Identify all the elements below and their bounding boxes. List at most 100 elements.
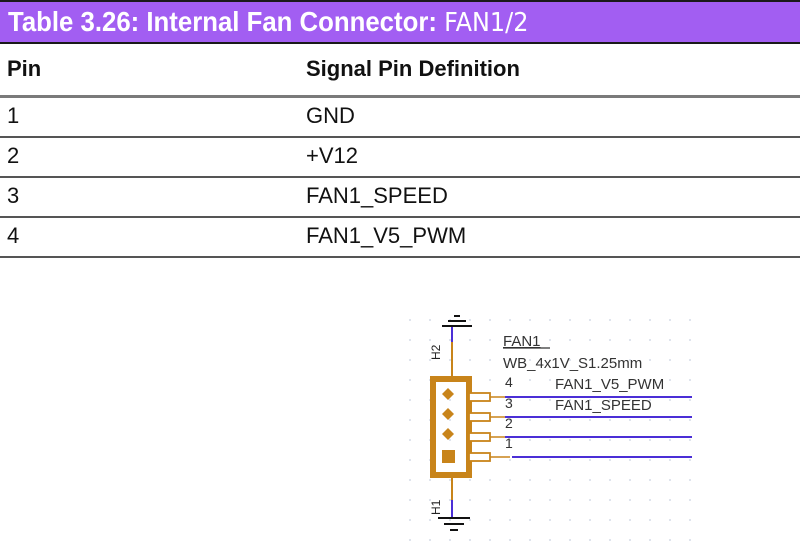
- grid-dot: [589, 499, 591, 501]
- grid-dot: [629, 379, 631, 381]
- grid-dot: [629, 339, 631, 341]
- grid-dot: [509, 519, 511, 521]
- pin-cell: 3: [7, 183, 20, 208]
- grid-dot: [609, 459, 611, 461]
- pin-icon: [442, 428, 454, 440]
- grid-dot: [669, 319, 671, 321]
- divider: [0, 256, 800, 258]
- grid-dot: [549, 379, 551, 381]
- grid-dot: [489, 319, 491, 321]
- grid-dot: [569, 419, 571, 421]
- grid-dot: [509, 479, 511, 481]
- grid-dot: [569, 359, 571, 361]
- grid-dot: [689, 539, 691, 541]
- grid-dot: [549, 419, 551, 421]
- grid-dot: [689, 519, 691, 521]
- net-label: FAN1_SPEED: [555, 397, 652, 414]
- table-title-suffix: FAN1/2: [444, 8, 529, 38]
- grid-dot: [689, 359, 691, 361]
- header-pin: Pin: [7, 56, 42, 81]
- grid-dot: [409, 359, 411, 361]
- grid-dot: [589, 439, 591, 441]
- table-title: Table 3.26: Internal Fan Connector: FAN1…: [8, 6, 528, 38]
- grid-dot: [549, 499, 551, 501]
- grid-dot: [569, 539, 571, 541]
- grid-dot: [609, 499, 611, 501]
- grid-dot: [509, 399, 511, 401]
- grid-dot: [669, 459, 671, 461]
- grid-dot: [529, 319, 531, 321]
- grid-dot: [509, 359, 511, 361]
- grid-dot: [629, 359, 631, 361]
- grid-dot: [509, 459, 511, 461]
- grid-dot: [589, 459, 591, 461]
- signal-cell: FAN1_SPEED: [306, 183, 448, 208]
- grid-dot: [529, 479, 531, 481]
- grid-dot: [449, 359, 451, 361]
- header-signal: Signal Pin Definition: [306, 56, 520, 81]
- grid-dot: [509, 379, 511, 381]
- grid-dot: [689, 319, 691, 321]
- grid-dot: [609, 539, 611, 541]
- grid-dot: [589, 399, 591, 401]
- grid-dot: [469, 539, 471, 541]
- grid-dot: [609, 319, 611, 321]
- pin-number: 2: [505, 415, 513, 431]
- grid-dot: [509, 339, 511, 341]
- grid-dot: [609, 519, 611, 521]
- grid-dot: [549, 439, 551, 441]
- grid-dot: [669, 399, 671, 401]
- grid-dot: [629, 419, 631, 421]
- grid-dot: [689, 479, 691, 481]
- grid-dot: [589, 479, 591, 481]
- grid-dot: [649, 519, 651, 521]
- pin-number: 3: [505, 395, 513, 411]
- grid-dot: [449, 419, 451, 421]
- pin-stubs: [468, 392, 491, 462]
- grid-dot: [629, 539, 631, 541]
- grid-dot: [669, 499, 671, 501]
- grid-dot: [649, 399, 651, 401]
- grid-dot: [409, 399, 411, 401]
- grid-dot: [409, 499, 411, 501]
- ground-icon: [438, 517, 470, 531]
- grid-dot: [589, 339, 591, 341]
- grid-dot: [549, 339, 551, 341]
- grid-dot: [449, 399, 451, 401]
- grid-dot: [469, 499, 471, 501]
- signal-cell: +V12: [306, 143, 358, 168]
- grid-dot: [569, 319, 571, 321]
- grid-dot: [409, 339, 411, 341]
- grid-dot: [429, 519, 431, 521]
- grid-dot: [669, 519, 671, 521]
- grid-dot: [489, 339, 491, 341]
- grid-dot: [489, 359, 491, 361]
- grid-dot: [629, 459, 631, 461]
- grid-dot: [589, 379, 591, 381]
- grid-dot: [649, 499, 651, 501]
- grid-dot: [429, 539, 431, 541]
- grid-dot: [569, 459, 571, 461]
- grid-dot: [589, 419, 591, 421]
- grid-dot: [609, 419, 611, 421]
- grid-dot: [569, 479, 571, 481]
- divider: [0, 176, 800, 178]
- grid-dot: [689, 459, 691, 461]
- grid-dot: [669, 479, 671, 481]
- connector-body: [430, 376, 472, 478]
- grid-dot: [629, 399, 631, 401]
- pin-icon: [442, 388, 454, 400]
- grid-dot: [549, 359, 551, 361]
- grid-dot: [669, 359, 671, 361]
- grid-dot: [569, 399, 571, 401]
- grid-dot: [669, 379, 671, 381]
- grid-dot: [529, 499, 531, 501]
- grid-dot: [589, 359, 591, 361]
- grid-dot: [449, 439, 451, 441]
- grid-dot: [649, 459, 651, 461]
- grid-dot: [649, 419, 651, 421]
- pin-cell: 1: [7, 103, 20, 128]
- grid-dot: [509, 539, 511, 541]
- grid-dot: [409, 319, 411, 321]
